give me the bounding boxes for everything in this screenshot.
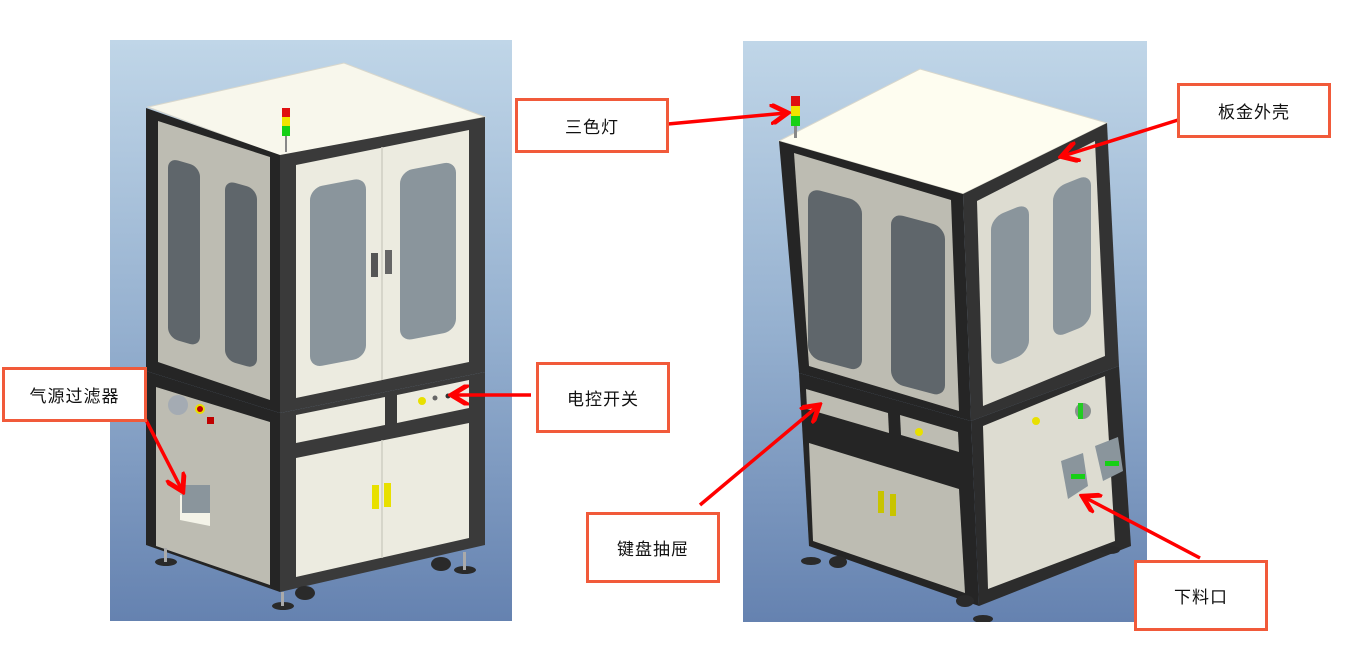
side-panel-lower bbox=[983, 376, 1115, 589]
tri-color-light-right bbox=[791, 96, 800, 138]
keyboard-drawer-left bbox=[296, 397, 385, 443]
lower-doors-right bbox=[809, 443, 965, 593]
label-sheet-metal-shell: 板金外壳 bbox=[1177, 83, 1331, 138]
air-filter-green bbox=[1078, 403, 1083, 419]
window-front-1 bbox=[808, 190, 862, 370]
window-left-1 bbox=[168, 160, 200, 345]
window-right-1 bbox=[310, 179, 366, 367]
power-switch-icon bbox=[207, 417, 214, 424]
control-knob bbox=[445, 393, 451, 399]
label-discharge-port: 下料口 bbox=[1134, 560, 1268, 631]
window-side-1 bbox=[991, 206, 1029, 364]
label-tri-color-light: 三色灯 bbox=[515, 98, 669, 153]
label-keyboard-drawer: 键盘抽屉 bbox=[586, 512, 720, 583]
emergency-stop-button bbox=[915, 428, 923, 436]
machine-view-right bbox=[743, 41, 1147, 622]
door-handle bbox=[890, 494, 896, 516]
emergency-stop-button bbox=[418, 397, 426, 405]
window-front-2 bbox=[891, 215, 945, 395]
door-latch bbox=[385, 250, 392, 274]
machine-render-left bbox=[110, 40, 512, 621]
air-filter-unit bbox=[182, 485, 210, 513]
leveling-feet bbox=[155, 548, 476, 610]
tri-color-light-left bbox=[282, 108, 290, 152]
machine-view-left bbox=[110, 40, 512, 621]
machine-render-right bbox=[743, 41, 1147, 622]
door-handle bbox=[878, 491, 884, 513]
door-handle bbox=[372, 485, 379, 509]
control-panel-right bbox=[900, 415, 959, 452]
side-panel-lower bbox=[156, 387, 270, 585]
window-side-2 bbox=[1053, 177, 1091, 335]
window-left-2 bbox=[225, 182, 257, 367]
door-latch bbox=[371, 253, 378, 277]
window-right-2 bbox=[400, 162, 456, 340]
keyboard-drawer-right bbox=[806, 389, 889, 433]
discharge-chutes bbox=[1061, 437, 1123, 499]
fan-vent-icon bbox=[168, 395, 188, 415]
door-handle bbox=[384, 483, 391, 507]
label-electric-switch: 电控开关 bbox=[536, 362, 670, 433]
label-air-filter: 气源过滤器 bbox=[2, 367, 147, 422]
emergency-stop-button bbox=[1032, 417, 1040, 425]
control-knob bbox=[432, 395, 438, 401]
